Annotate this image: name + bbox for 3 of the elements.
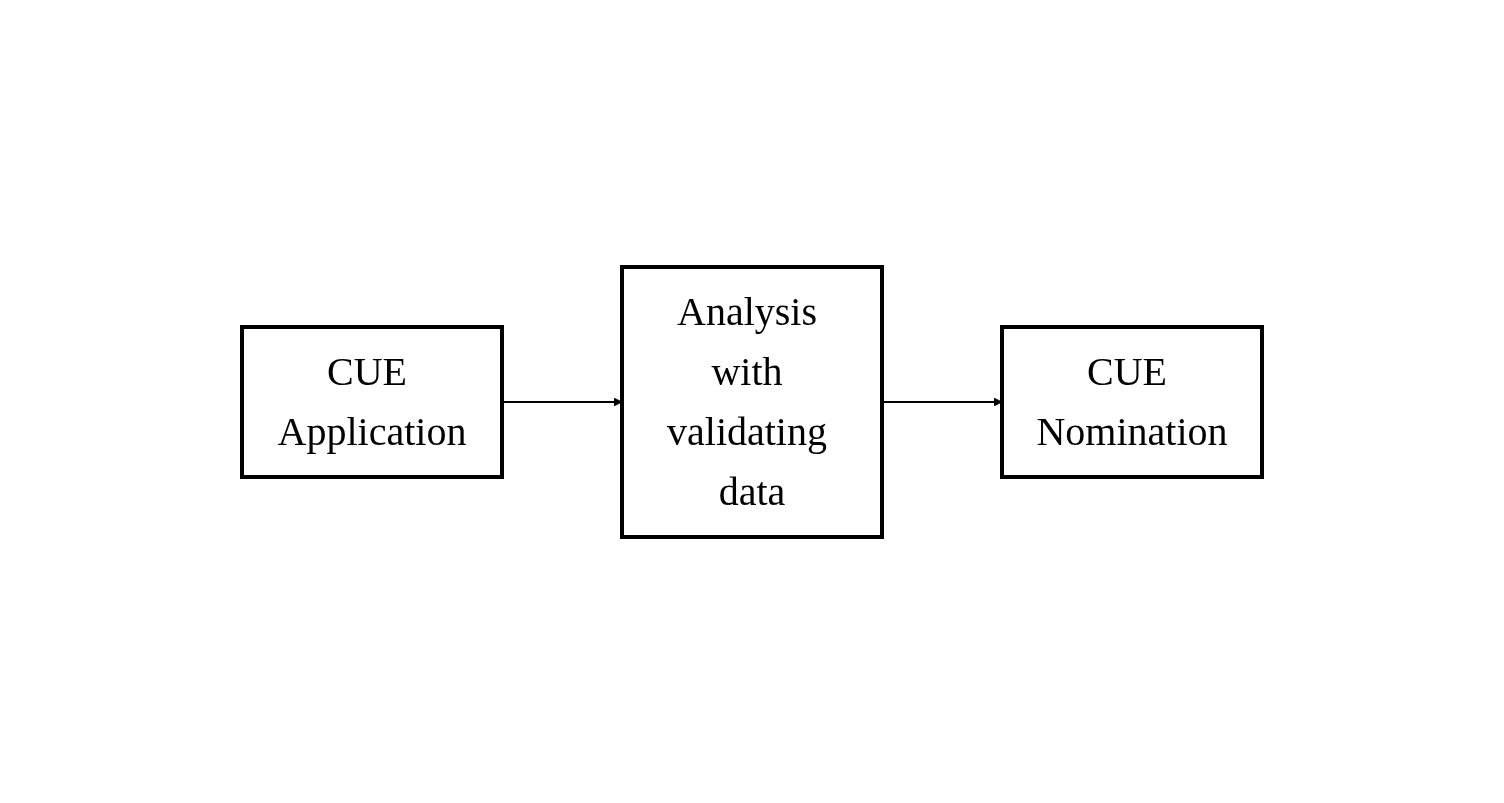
node-box: CUE Nomination bbox=[1000, 324, 1264, 479]
node-box: CUE Application bbox=[240, 324, 504, 479]
node-box: Analysis with validating data bbox=[620, 264, 884, 539]
